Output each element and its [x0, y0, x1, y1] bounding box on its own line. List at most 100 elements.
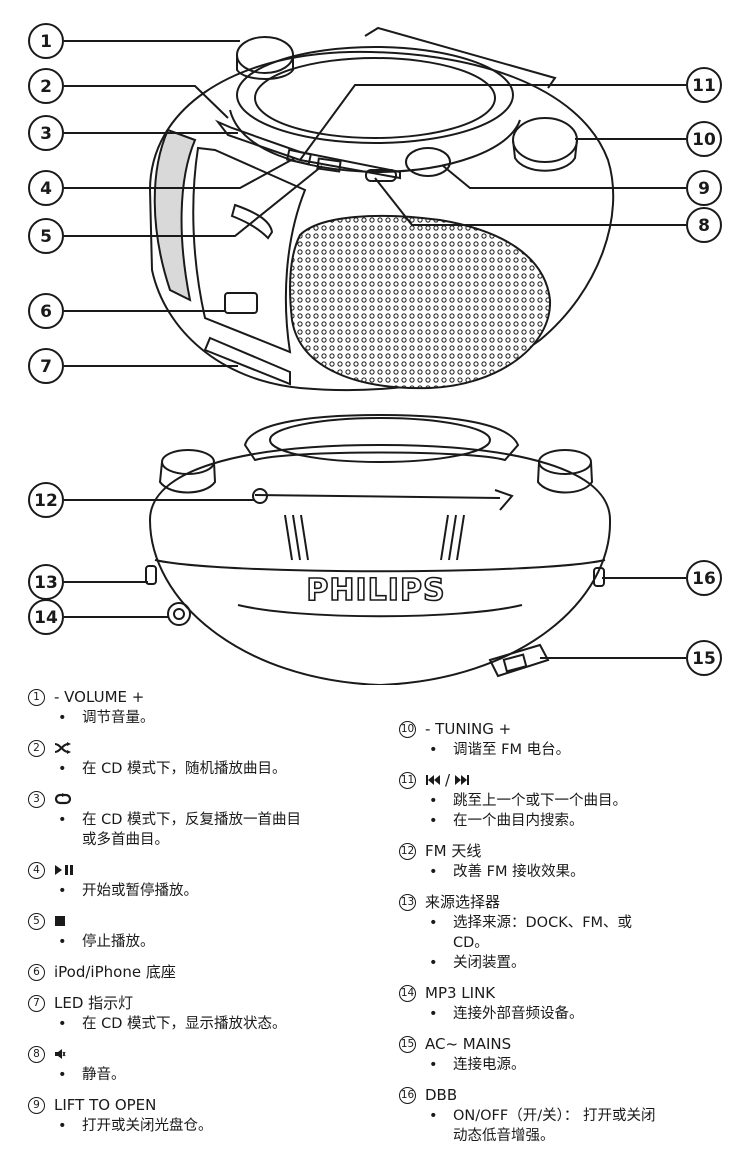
callout-4: 4	[28, 157, 296, 206]
callout-7: 7	[28, 348, 238, 384]
bullet: 在 CD 模式下，显示播放状态。	[28, 1014, 383, 1034]
legend-item-9: 9 LIFT TO OPEN 打开或关闭光盘仓。	[28, 1094, 383, 1136]
svg-text:6: 6	[40, 302, 52, 322]
legend-item-13: 13 来源选择器 选择来源：DOCK、FM、或 CD。关闭装置。	[399, 891, 739, 973]
callout-10: 10	[575, 121, 722, 157]
item-title: LED 指示灯	[54, 994, 134, 1012]
svg-text:5: 5	[40, 227, 52, 247]
svg-text:7: 7	[40, 357, 52, 377]
bullet: 调节音量。	[28, 708, 383, 728]
item-number: 12	[399, 842, 416, 860]
item-title: LIFT TO OPEN	[54, 1096, 157, 1114]
item-number: 9	[28, 1096, 45, 1114]
legend-item-10: 10 - TUNING + 调谐至 FM 电台。	[399, 718, 739, 760]
bullet: 调谐至 FM 电台。	[399, 740, 739, 760]
item-title: 来源选择器	[425, 893, 501, 911]
callout-1: 1	[28, 23, 240, 59]
bullet: 在 CD 模式下，随机播放曲目。	[28, 759, 383, 779]
svg-text:12: 12	[34, 491, 58, 511]
callout-14: 14	[28, 599, 168, 635]
bullet: 跳至上一个或下一个曲目。	[399, 791, 739, 811]
callout-3: 3	[28, 115, 238, 151]
bullet: 打开或关闭光盘仓。	[28, 1116, 383, 1136]
svg-text:14: 14	[34, 608, 58, 628]
mute-icon	[54, 1048, 66, 1060]
legend-item-7: 7 LED 指示灯 在 CD 模式下，显示播放状态。	[28, 992, 383, 1034]
bullet: ON/OFF（开/关）： 打开或关闭 动态低音增强。	[399, 1106, 739, 1146]
item-title: AC~ MAINS	[425, 1035, 512, 1053]
legend-right-column: 10 - TUNING + 调谐至 FM 电台。 11 / 跳至上一个或下一个曲目…	[399, 718, 739, 1155]
svg-text:11: 11	[692, 76, 716, 96]
svg-text:3: 3	[40, 124, 52, 144]
svg-text:10: 10	[692, 130, 716, 150]
svg-text:9: 9	[698, 179, 710, 199]
legend-item-12: 12 FM 天线 改善 FM 接收效果。	[399, 840, 739, 882]
item-number: 1	[28, 688, 45, 706]
legend-left-column: 1 - VOLUME + 调节音量。 2 在 CD 模式下，随机播放曲目。 3 在…	[28, 686, 383, 1145]
svg-text:1: 1	[40, 32, 52, 52]
callout-16: 16	[602, 560, 722, 596]
svg-text:8: 8	[698, 216, 710, 236]
legend-item-14: 14 MP3 LINK 连接外部音频设备。	[399, 982, 739, 1024]
legend-item-11: 11 / 跳至上一个或下一个曲目。在一个曲目内搜索。	[399, 769, 739, 831]
bullet: 关闭装置。	[399, 953, 739, 973]
stop-icon	[54, 915, 66, 927]
next-icon	[454, 774, 470, 786]
bullet: 连接电源。	[399, 1055, 739, 1075]
item-title: - VOLUME +	[54, 688, 145, 706]
item-number: 14	[399, 984, 416, 1002]
back-view-illustration: PHILIPS	[145, 413, 612, 685]
legend-item-16: 16 DBB ON/OFF（开/关）： 打开或关闭 动态低音增强。	[399, 1084, 739, 1146]
item-title: MP3 LINK	[425, 984, 496, 1002]
item-number: 5	[28, 912, 45, 930]
legend-item-1: 1 - VOLUME + 调节音量。	[28, 686, 383, 728]
legend-item-2: 2 在 CD 模式下，随机播放曲目。	[28, 737, 383, 779]
item-number: 10	[399, 720, 416, 738]
callout-9: 9	[441, 164, 722, 206]
callout-12: 12	[28, 482, 255, 518]
front-view-illustration	[148, 26, 615, 392]
svg-text:13: 13	[34, 573, 58, 593]
svg-text:2: 2	[40, 77, 52, 97]
item-title: /	[445, 771, 451, 789]
item-number: 16	[399, 1086, 416, 1104]
play-pause-icon	[54, 864, 76, 876]
bullet: 静音。	[28, 1065, 383, 1085]
item-number: 3	[28, 790, 45, 808]
bullet: 连接外部音频设备。	[399, 1004, 739, 1024]
bullet: 改善 FM 接收效果。	[399, 862, 739, 882]
item-number: 7	[28, 994, 45, 1012]
bullet: 在一个曲目内搜索。	[399, 811, 739, 831]
item-number: 13	[399, 893, 416, 911]
item-title: iPod/iPhone 底座	[54, 963, 176, 981]
callout-11: 11	[299, 67, 722, 161]
item-number: 8	[28, 1045, 45, 1063]
svg-text:4: 4	[40, 179, 52, 199]
callouts: 1 2 3 4 5 6 7 11 10 9 8 12 13 14 16 15	[28, 23, 722, 676]
callout-2: 2	[28, 68, 229, 119]
item-number: 11	[399, 771, 416, 789]
item-title: FM 天线	[425, 842, 482, 860]
repeat-icon	[54, 793, 72, 805]
callout-15: 15	[540, 640, 722, 676]
brand-logo: PHILIPS	[306, 573, 445, 608]
callout-8: 8	[374, 177, 722, 243]
callout-6: 6	[28, 293, 226, 329]
prev-next-icon	[425, 774, 441, 786]
product-diagram: PHILIPS 1 2 3 4 5 6 7 11 10 9 8 12 13 14…	[28, 23, 722, 685]
callout-13: 13	[28, 564, 148, 600]
item-number: 4	[28, 861, 45, 879]
bullet: 停止播放。	[28, 932, 383, 952]
bullet: 开始或暂停播放。	[28, 881, 383, 901]
callout-5: 5	[28, 165, 323, 254]
bullet: 在 CD 模式下，反复播放一首曲目 或多首曲目。	[28, 810, 383, 850]
legend-item-4: 4 开始或暂停播放。	[28, 859, 383, 901]
item-title: DBB	[425, 1086, 458, 1104]
legend-item-8: 8 静音。	[28, 1043, 383, 1085]
item-title: - TUNING +	[425, 720, 512, 738]
svg-text:15: 15	[692, 649, 716, 669]
bullet: 选择来源：DOCK、FM、或 CD。	[399, 913, 739, 953]
item-number: 2	[28, 739, 45, 757]
